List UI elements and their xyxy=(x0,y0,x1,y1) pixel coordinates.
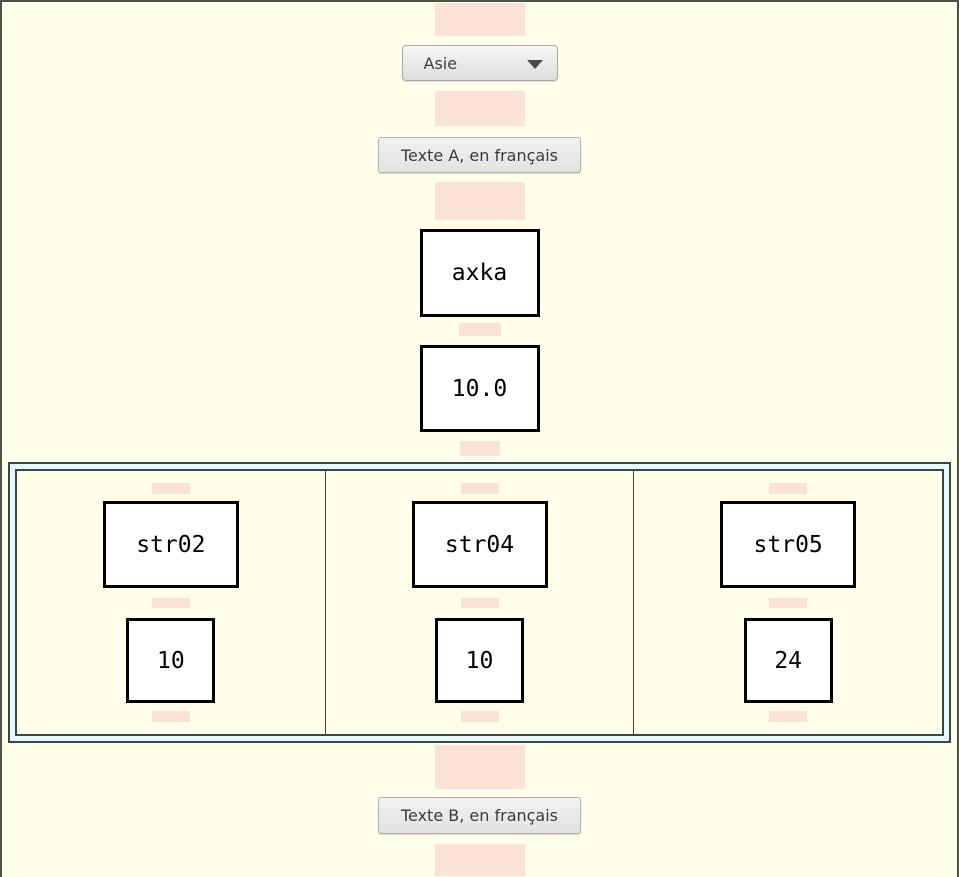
spacer-stripe xyxy=(769,711,808,722)
spacer-stripe xyxy=(151,483,190,494)
spacer-stripe xyxy=(458,323,501,336)
panel-column: str04 10 xyxy=(324,471,634,734)
spacer-stripe xyxy=(460,598,499,608)
number-value-box: 24 xyxy=(743,618,833,703)
spacer-stripe xyxy=(434,3,525,36)
name-value-box: axka xyxy=(419,229,540,317)
spacer-stripe xyxy=(434,91,525,126)
region-select[interactable]: Asie xyxy=(401,45,558,81)
spacer-stripe xyxy=(769,483,808,494)
panel-column: str05 24 xyxy=(633,471,942,734)
spacer-stripe xyxy=(434,844,525,876)
region-select-value: Asie xyxy=(423,53,458,73)
spacer-stripe xyxy=(151,711,190,722)
columns-panel: str02 10 str04 10 str05 24 xyxy=(8,462,951,743)
spacer-stripe xyxy=(434,745,525,789)
spacer-stripe xyxy=(434,182,525,220)
texte-a-button[interactable]: Texte A, en français xyxy=(377,137,581,173)
name-value-box: str04 xyxy=(411,501,548,588)
name-value-box: str02 xyxy=(102,501,239,588)
columns-panel-inner: str02 10 str04 10 str05 24 xyxy=(15,469,944,736)
spacer-stripe xyxy=(460,711,499,722)
texte-b-button[interactable]: Texte B, en français xyxy=(377,797,582,834)
chevron-down-icon xyxy=(526,60,543,69)
spacer-stripe xyxy=(151,598,190,608)
number-value-box: 10.0 xyxy=(419,345,540,432)
number-value-box: 10 xyxy=(435,618,524,703)
number-value-box: 10 xyxy=(126,618,216,703)
spacer-stripe xyxy=(769,598,808,608)
spacer-stripe xyxy=(459,441,500,456)
panel-column: str02 10 xyxy=(17,471,325,734)
name-value-box: str05 xyxy=(720,501,857,588)
spacer-stripe xyxy=(460,483,499,494)
